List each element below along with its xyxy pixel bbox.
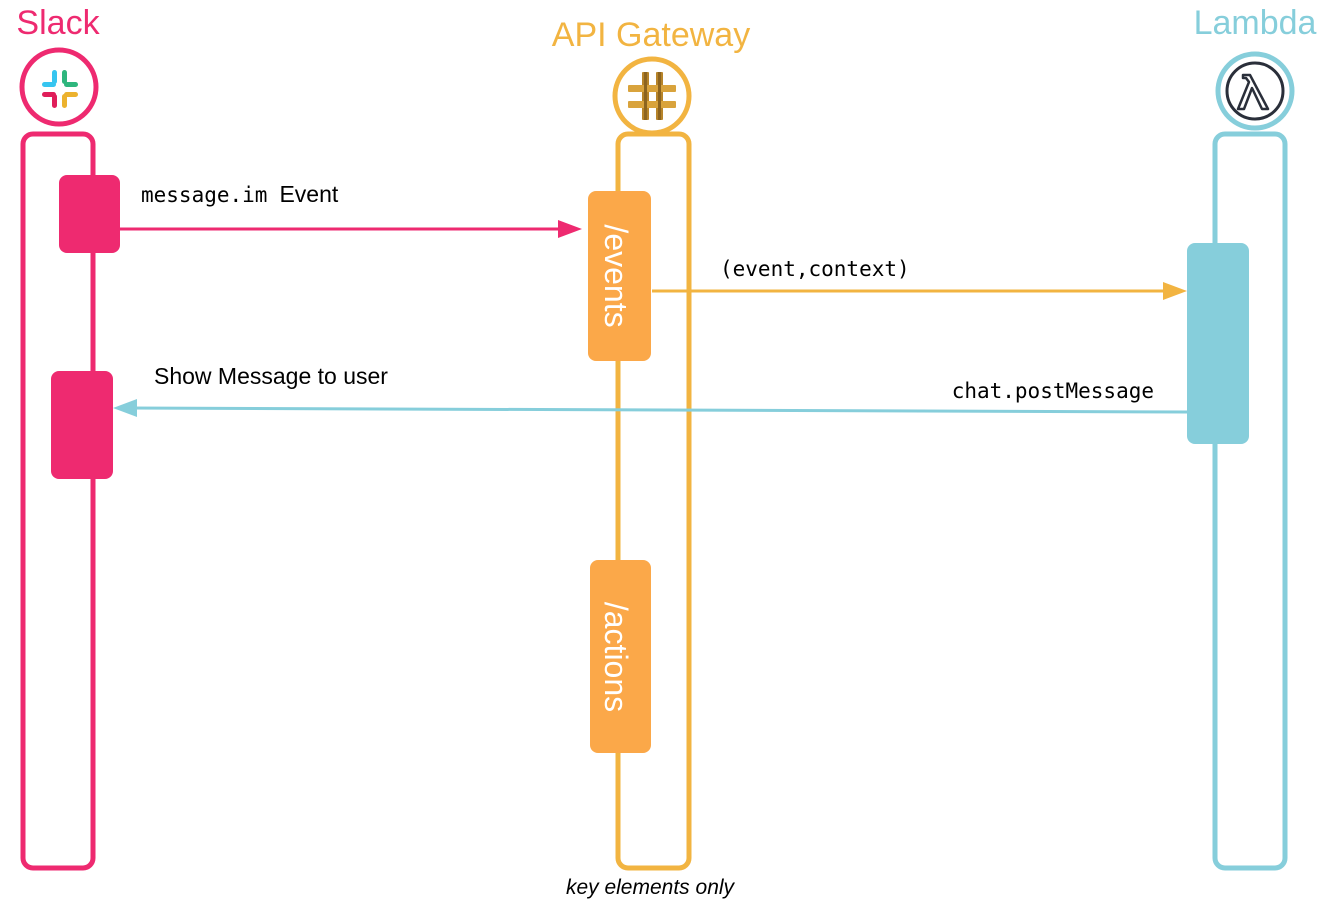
message-text: Show Message to user <box>154 363 388 389</box>
gateway-lifeline <box>615 131 692 871</box>
slack-activation-send <box>59 175 120 253</box>
message-text: Event <box>279 181 338 207</box>
message-lambda-to-slack: chat.postMessage Show Message to user <box>113 363 1188 417</box>
footnote: key elements only <box>566 876 736 899</box>
lambda-icon <box>1215 51 1295 131</box>
slack-logo-icon <box>19 47 99 127</box>
gateway-label: API Gateway <box>552 16 750 54</box>
endpoint-events: /events <box>588 191 651 361</box>
slack-label: Slack <box>16 4 100 42</box>
message-code: (event,context) <box>720 257 910 281</box>
endpoint-actions: /actions <box>590 560 651 753</box>
api-gateway-icon <box>612 56 692 136</box>
lambda-label: Lambda <box>1194 4 1317 42</box>
slack-activation-receive <box>51 371 113 479</box>
endpoint-events-label: /events <box>598 224 634 327</box>
message-slack-to-gateway: message.im Event <box>120 181 582 238</box>
lambda-activation <box>1187 243 1249 444</box>
slack-lifeline <box>20 131 96 871</box>
endpoint-actions-label: /actions <box>598 602 634 712</box>
lambda-lifeline <box>1212 131 1288 871</box>
message-code: chat.postMessage <box>952 379 1154 403</box>
message-gateway-to-lambda: (event,context) <box>652 257 1187 300</box>
message-code: message.im <box>141 183 267 207</box>
